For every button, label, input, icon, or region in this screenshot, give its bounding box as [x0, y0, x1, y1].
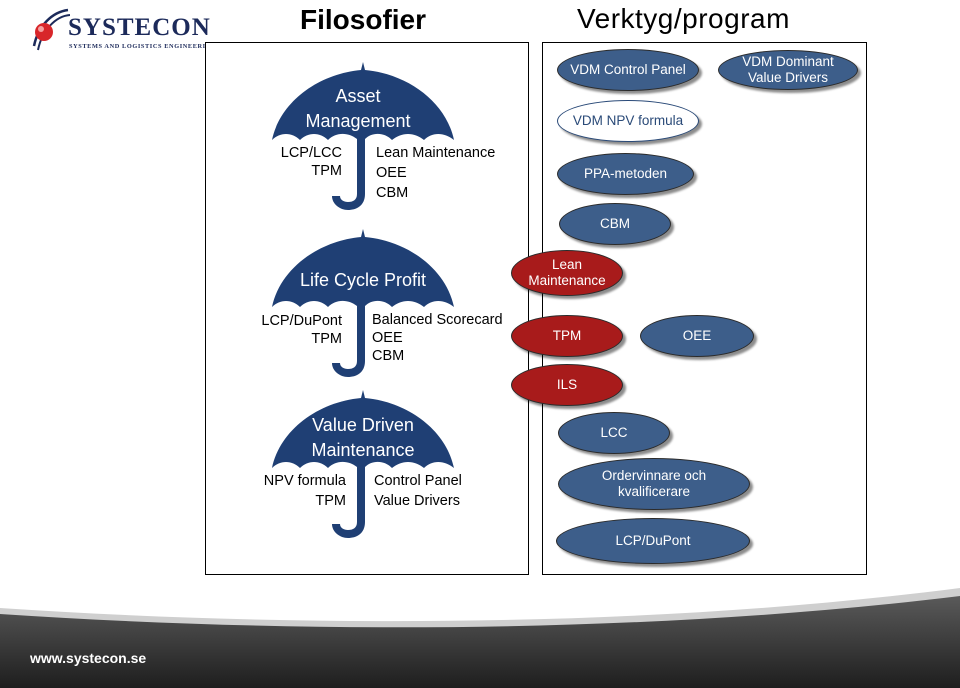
- right-item: Value Drivers: [374, 493, 460, 509]
- right-item: CBM: [376, 185, 409, 201]
- right-item: Lean Maintenance: [376, 145, 496, 161]
- umbrella-3-left-items: NPV formula TPM: [242, 471, 346, 511]
- pill-lcp-dupont: LCP/DuPont: [556, 518, 750, 564]
- left-item: TPM: [311, 331, 342, 347]
- pill-ppa: PPA-metoden: [557, 153, 694, 195]
- pill-cbm: CBM: [559, 203, 671, 245]
- umbrella-3-title-line: Maintenance: [311, 440, 415, 460]
- umbrella-icon: [272, 62, 454, 210]
- umbrella-1-title: Asset Management: [290, 84, 426, 134]
- umbrella-3-right-items: Control Panel Value Drivers: [374, 471, 462, 511]
- logo-name: SYSTECON: [68, 14, 211, 41]
- umbrella-icon: [272, 229, 454, 377]
- pill-line: Ordervinnare och: [601, 468, 707, 483]
- umbrella-2-left-items: LCP/DuPont TPM: [242, 312, 342, 348]
- footer-url[interactable]: www.systecon.se: [30, 650, 147, 666]
- left-item: TPM: [315, 493, 346, 509]
- heading-verktyg: Verktyg/program: [577, 3, 790, 34]
- left-item: LCP/DuPont: [261, 313, 342, 329]
- right-item: Control Panel: [374, 473, 462, 489]
- umbrella-2-title: Life Cycle Profit: [280, 268, 446, 292]
- umbrella-1-left-items: LCP/LCC TPM: [262, 144, 342, 180]
- footer-banner: [0, 588, 960, 688]
- right-item: CBM: [372, 348, 405, 364]
- umbrella-1-right-items: Lean Maintenance OEE CBM: [376, 143, 495, 203]
- systecon-logo: SYSTECON SYSTEMS AND LOGISTICS ENGINEERI…: [30, 2, 216, 62]
- pill-line: Lean: [551, 257, 583, 272]
- pill-line: Maintenance: [528, 273, 606, 288]
- umbrella-1-title-line: Asset: [335, 86, 381, 106]
- logo-tagline: SYSTEMS AND LOGISTICS ENGINEERING: [69, 43, 217, 50]
- right-item: Balanced Scorecard: [372, 312, 503, 328]
- pill-ordervinnare: Ordervinnare och kvalificerare: [558, 458, 750, 510]
- pill-ils: ILS: [511, 364, 623, 406]
- left-item: LCP/LCC: [280, 145, 342, 161]
- umbrella-3-title-line: Value Driven: [312, 415, 414, 435]
- pill-lean-maintenance: Lean Maintenance: [511, 250, 623, 296]
- pill-tpm: TPM: [511, 315, 623, 357]
- umbrella-3-title: Value Driven Maintenance: [283, 413, 443, 463]
- umbrella-icon: [272, 390, 454, 538]
- heading-filosofier: Filosofier: [300, 4, 427, 35]
- umbrella-2-right-items: Balanced Scorecard OEE CBM: [372, 311, 503, 365]
- pill-line: Value Drivers: [747, 70, 829, 85]
- pill-vdm-dominant: VDM Dominant Value Drivers: [718, 50, 858, 90]
- pill-lcc: LCC: [558, 412, 670, 454]
- left-item: NPV formula: [263, 473, 346, 489]
- pill-vdm-npv: VDM NPV formula: [557, 100, 699, 142]
- umbrella-1-title-line: Management: [305, 111, 411, 131]
- logo-ball-icon: [32, 8, 70, 51]
- right-item: OEE: [372, 330, 403, 346]
- right-item: OEE: [376, 165, 407, 181]
- pill-vdm-control-panel: VDM Control Panel: [557, 49, 699, 91]
- umbrella-2-title-line: Life Cycle Profit: [299, 270, 427, 290]
- left-item: TPM: [311, 163, 342, 179]
- pill-line: VDM Dominant: [742, 54, 834, 69]
- pill-line: kvalificerare: [617, 484, 691, 499]
- pill-oee: OEE: [640, 315, 754, 357]
